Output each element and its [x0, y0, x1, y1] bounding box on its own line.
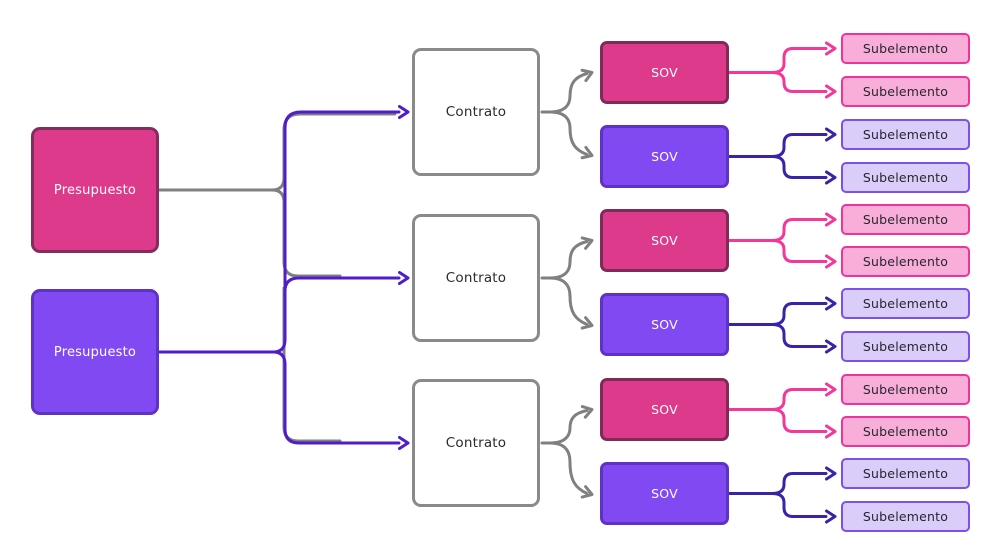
subelemento-node-4: Subelemento — [841, 162, 970, 193]
arrowhead-icon — [580, 68, 594, 83]
arrowhead-icon — [825, 212, 837, 227]
arrowhead-icon — [825, 127, 837, 142]
contrato-node-1: Contrato — [412, 48, 540, 176]
sov-node-2: SOV — [600, 125, 729, 188]
arrowhead-icon — [580, 316, 594, 330]
sov-node-6: SOV — [600, 462, 729, 525]
arrowhead-icon — [825, 339, 837, 354]
contrato-node-2: Contrato — [412, 214, 540, 342]
arrowhead-icon — [580, 485, 594, 499]
subelemento-node-2: Subelemento — [841, 76, 970, 107]
connector-contrato2-sovs — [540, 240, 589, 326]
subelemento-node-9: Subelemento — [841, 374, 970, 405]
arrowhead-icon — [398, 271, 410, 285]
arrowhead-icon — [825, 296, 837, 311]
arrowhead-icon — [825, 466, 837, 481]
arrowhead-icon — [825, 424, 837, 439]
sov-node-3: SOV — [600, 209, 729, 272]
connector-presupuesto2-trunk-top — [157, 110, 401, 354]
arrowhead-icon — [825, 254, 837, 269]
arrowhead-icon — [825, 84, 837, 99]
arrowhead-icon — [580, 405, 594, 419]
arrowhead-icon — [580, 145, 594, 160]
connector-contrato1-sovs — [540, 72, 589, 156]
arrowhead-icon — [580, 236, 594, 250]
sov-node-1: SOV — [600, 41, 729, 104]
subelemento-node-10: Subelemento — [841, 416, 970, 447]
connector-sov3-subs — [727, 218, 828, 263]
connector-trunk-contrato2 — [283, 276, 401, 293]
arrowhead-icon — [825, 382, 837, 397]
subelemento-node-12: Subelemento — [841, 501, 970, 532]
subelemento-node-8: Subelemento — [841, 331, 970, 362]
connector-trunk-contrato3 — [271, 350, 401, 445]
contrato-node-3: Contrato — [412, 379, 540, 507]
connector-contrato3-sovs — [540, 409, 589, 495]
connector-presupuesto1-trunk-top — [157, 112, 397, 192]
subelemento-node-3: Subelemento — [841, 119, 970, 150]
arrowhead-icon — [825, 41, 837, 56]
presupuesto-node-1: Presupuesto — [31, 127, 159, 253]
connector-sov5-subs — [727, 388, 828, 433]
connector-sov6-subs — [727, 472, 828, 518]
arrowhead-icon — [825, 509, 837, 524]
presupuesto-node-2: Presupuesto — [31, 289, 159, 415]
connector-presupuesto1-trunk-mid — [270, 188, 342, 278]
arrowhead-icon — [398, 436, 410, 450]
subelemento-node-11: Subelemento — [841, 458, 970, 489]
connector-sov4-subs — [727, 302, 828, 348]
connector-sov1-subs — [727, 47, 828, 93]
sov-node-4: SOV — [600, 293, 729, 356]
subelemento-node-5: Subelemento — [841, 204, 970, 235]
subelemento-node-6: Subelemento — [841, 246, 970, 277]
subelemento-node-1: Subelemento — [841, 33, 970, 64]
arrowhead-icon — [825, 170, 837, 185]
sov-node-5: SOV — [600, 378, 729, 441]
subelemento-node-7: Subelemento — [841, 288, 970, 319]
connector-presupuesto1-trunk-bottom — [282, 286, 342, 443]
arrowhead-icon — [398, 105, 410, 119]
connector-sov2-subs — [727, 133, 828, 179]
